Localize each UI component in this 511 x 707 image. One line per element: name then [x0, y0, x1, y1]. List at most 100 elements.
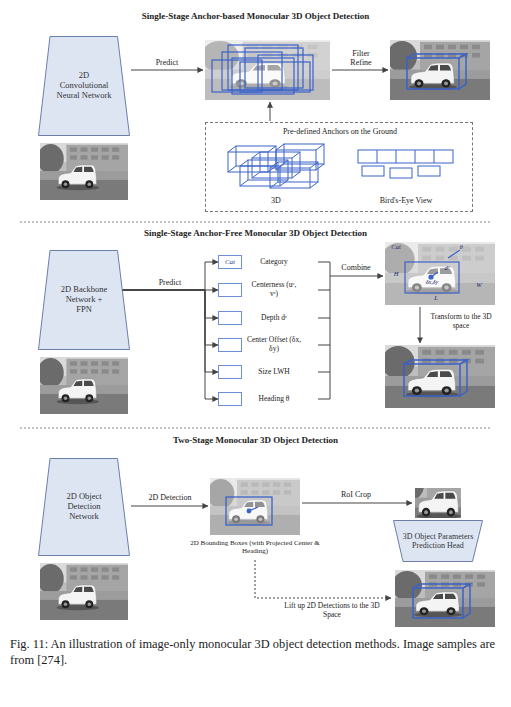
input-photo: [37, 563, 128, 620]
input-photo: [37, 563, 128, 620]
network-label: 2D Backbone Network + FPN: [60, 285, 108, 314]
lift-arrow: [255, 560, 391, 598]
detection-box: [413, 584, 470, 618]
image-annotation: δx,δy: [416, 279, 448, 286]
network-label: 3D Object Parameters Prediction Head: [402, 532, 474, 550]
detection-box: [404, 360, 467, 396]
image-caption: 2D Bounding Boxes (with Projected Center…: [190, 539, 320, 555]
detection-box: [407, 58, 459, 89]
image-annotation: W: [473, 281, 485, 288]
input-photo: [37, 357, 128, 414]
anchor-bev-illustration: [418, 166, 440, 176]
output-head-box: CatCategory: [218, 255, 242, 269]
head-label: Heading θ: [247, 395, 301, 404]
detection-box: [404, 364, 460, 396]
photo-fade: [205, 40, 330, 100]
head-trapezoid: 3D Object Parameters Prediction Head: [393, 520, 483, 562]
symbol-text: Cat: [219, 256, 241, 268]
result-photo: [392, 570, 495, 627]
arrow-label: Predict: [142, 58, 192, 67]
prediction-photo: [201, 40, 330, 100]
network-trapezoid: 2D Object Detection Network: [38, 458, 130, 556]
detection-box: [413, 584, 470, 618]
arrow-label: RoI Crop: [326, 490, 386, 499]
detection-box: [407, 54, 466, 89]
combined-annotations: [405, 250, 460, 293]
detection-box: [404, 360, 467, 396]
arrow-label: 2D Detection: [134, 493, 206, 502]
head-label: Category: [247, 258, 301, 267]
anchor-boxes: [228, 45, 298, 90]
branch-arrow: [123, 262, 218, 290]
anchor-3d-illustration: [228, 144, 324, 188]
arrow-label: Lift up 2D Detections to the 3D Space: [276, 602, 388, 619]
result-photo: [387, 40, 490, 100]
branch-arrow: [123, 290, 218, 372]
2d-box: [226, 497, 272, 525]
flow-arrow: [332, 70, 388, 71]
anchor-bev-illustration: [358, 150, 453, 178]
arrow-label: Filter Refine: [345, 49, 377, 67]
2d-box: [226, 497, 272, 525]
flow-arrow: [270, 102, 271, 121]
group-label: Pre-defined Anchors on the Ground: [206, 127, 474, 136]
combined-annotations: [405, 262, 459, 293]
image-annotation: dᶜ: [440, 264, 454, 271]
result-photo: [387, 40, 490, 100]
detection-box: [413, 588, 463, 618]
group-label: Bird's-Eye View: [356, 196, 456, 205]
anchor-boxes: [245, 48, 303, 88]
output-head-box: Size LWH: [218, 365, 242, 379]
flow-arrow: [330, 276, 383, 277]
anchor-bev-illustration: [390, 168, 412, 178]
image-annotation: θ: [455, 243, 467, 250]
image-annotation: L: [430, 294, 442, 301]
branch-arrow: [123, 290, 218, 399]
network-trapezoid: 2D Convolutional Neural Network: [38, 36, 130, 136]
network-trapezoid: 2D Backbone Network + FPN: [38, 250, 130, 350]
trapezoid-shape: [39, 459, 130, 556]
combined-annotations: [448, 250, 460, 258]
arrow-label: Predict: [145, 278, 195, 287]
output-head-box: Center Offset (δx, δy): [218, 338, 242, 352]
arrow-label: Transform to the 3D space: [425, 313, 497, 330]
trapezoid-shape: [39, 251, 130, 350]
anchor-bev-illustration: [358, 150, 453, 163]
head-label: Centerness (uᶜ, vᶜ): [247, 281, 301, 298]
combined-annotations: [431, 272, 438, 277]
figure-caption: Fig. 11: An illustration of image-only m…: [10, 637, 502, 668]
section-separator: [20, 222, 491, 223]
photo-fade: [385, 242, 495, 305]
branch-arrow: [123, 290, 218, 291]
anchor-boxes: [258, 55, 313, 90]
arrow-label: Combine: [331, 263, 381, 272]
prediction-photo: [201, 40, 330, 100]
anchor-3d-illustration: [276, 144, 324, 170]
input-photo: [37, 357, 128, 414]
image-annotation: H: [390, 270, 402, 277]
combine-bracket: [318, 262, 330, 399]
network-label: 2D Convolutional Neural Network: [54, 71, 114, 100]
combined-photo: [382, 242, 495, 305]
head-label: Depth dᶜ: [247, 314, 301, 323]
anchor-boxes: [212, 45, 313, 94]
result-photo: [392, 570, 495, 627]
network-label: 2D Object Detection Network: [54, 492, 114, 521]
output-head-box: Heading θ: [218, 392, 242, 406]
2d-box: [249, 507, 258, 511]
result-photo: [382, 345, 495, 408]
detection-box: [407, 54, 466, 89]
section-separator: [20, 428, 491, 429]
section-title: Two-Stage Monocular 3D Object Detection: [0, 435, 511, 445]
group-label: 3D: [251, 196, 301, 205]
result-photo: [382, 345, 495, 408]
output-head-box: Centerness (uᶜ, vᶜ): [218, 283, 242, 297]
flow-arrow: [131, 70, 203, 71]
combined-photo: [382, 242, 495, 305]
detection-photo: [207, 478, 300, 535]
section-title: Single-Stage Anchor-Free Monocular 3D Ob…: [0, 228, 511, 238]
output-head-box: Depth dᶜ: [218, 311, 242, 325]
anchor-bev-illustration: [362, 166, 384, 176]
anchor-3d-illustration: [270, 162, 318, 188]
